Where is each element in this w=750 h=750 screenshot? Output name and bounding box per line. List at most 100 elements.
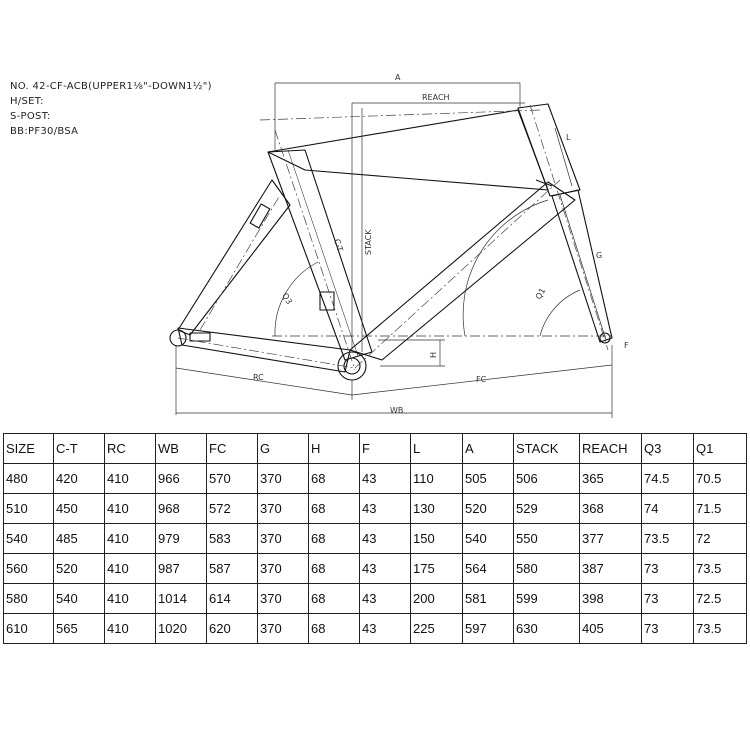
table-cell: 74.5 bbox=[641, 463, 694, 494]
table-cell: 485 bbox=[53, 523, 105, 554]
spec-model: NO. 42-CF-ACB(UPPER1⅛"-DOWN1½") bbox=[10, 81, 212, 92]
seat-tube bbox=[267, 149, 373, 361]
header-cell: L bbox=[410, 433, 463, 464]
table-cell: 73.5 bbox=[641, 523, 694, 554]
header-cell: F bbox=[359, 433, 411, 464]
table-cell: 565 bbox=[53, 613, 105, 644]
table-cell: 480 bbox=[3, 463, 54, 494]
table-cell: 630 bbox=[513, 613, 580, 644]
table-cell: 370 bbox=[257, 493, 309, 524]
down-tube bbox=[349, 181, 576, 361]
table-cell: 506 bbox=[513, 463, 580, 494]
table-cell: 614 bbox=[206, 583, 258, 614]
table-cell: 529 bbox=[513, 493, 580, 524]
table-cell: 73 bbox=[641, 553, 694, 584]
table-cell: 550 bbox=[513, 523, 580, 554]
table-cell: 581 bbox=[462, 583, 514, 614]
table-cell: 370 bbox=[257, 463, 309, 494]
table-cell: 1020 bbox=[155, 613, 207, 644]
table-cell: 510 bbox=[3, 493, 54, 524]
table-cell: 68 bbox=[308, 613, 360, 644]
table-cell: 987 bbox=[155, 553, 207, 584]
table-cell: 387 bbox=[579, 553, 642, 584]
table-cell: 200 bbox=[410, 583, 463, 614]
table-cell: 410 bbox=[104, 553, 156, 584]
header-cell: REACH bbox=[579, 433, 642, 464]
table-cell: 150 bbox=[410, 523, 463, 554]
head-tube bbox=[517, 103, 581, 197]
table-cell: 43 bbox=[359, 613, 411, 644]
table-cell: 225 bbox=[410, 613, 463, 644]
table-cell: 70.5 bbox=[693, 463, 747, 494]
table-cell: 410 bbox=[104, 523, 156, 554]
table-cell: 377 bbox=[579, 523, 642, 554]
table-cell: 110 bbox=[410, 463, 463, 494]
label-l: L bbox=[566, 133, 571, 142]
label-g: G bbox=[596, 251, 602, 260]
table-cell: 583 bbox=[206, 523, 258, 554]
table-cell: 620 bbox=[206, 613, 258, 644]
seat-stay bbox=[177, 179, 291, 336]
table-cell: 72.5 bbox=[693, 583, 747, 614]
header-cell: STACK bbox=[513, 433, 580, 464]
table-cell: 572 bbox=[206, 493, 258, 524]
label-wb: WB bbox=[390, 406, 403, 415]
table-cell: 410 bbox=[104, 493, 156, 524]
table-cell: 130 bbox=[410, 493, 463, 524]
table-cell: 966 bbox=[155, 463, 207, 494]
table-cell: 43 bbox=[359, 553, 411, 584]
spec-seatpost: S-POST: bbox=[10, 111, 51, 122]
label-reach: REACH bbox=[422, 93, 450, 102]
fork bbox=[551, 189, 613, 343]
chain-stay bbox=[177, 327, 351, 373]
label-q1: Q1 bbox=[534, 287, 547, 301]
table-cell: 1014 bbox=[155, 583, 207, 614]
label-rc: RC bbox=[253, 373, 264, 382]
table-cell: 420 bbox=[53, 463, 105, 494]
header-cell: H bbox=[308, 433, 360, 464]
table-cell: 73.5 bbox=[693, 613, 747, 644]
header-cell: RC bbox=[104, 433, 156, 464]
table-cell: 520 bbox=[462, 493, 514, 524]
table-cell: 73 bbox=[641, 613, 694, 644]
table-cell: 73 bbox=[641, 583, 694, 614]
table-cell: 540 bbox=[462, 523, 514, 554]
table-cell: 43 bbox=[359, 523, 411, 554]
table-cell: 410 bbox=[104, 463, 156, 494]
label-a: A bbox=[395, 73, 401, 82]
table-cell: 43 bbox=[359, 493, 411, 524]
table-cell: 68 bbox=[308, 583, 360, 614]
table-cell: 587 bbox=[206, 553, 258, 584]
header-cell: SIZE bbox=[3, 433, 54, 464]
table-cell: 405 bbox=[579, 613, 642, 644]
table-cell: 71.5 bbox=[693, 493, 747, 524]
table-cell: 72 bbox=[693, 523, 747, 554]
table-cell: 368 bbox=[579, 493, 642, 524]
table-cell: 370 bbox=[257, 583, 309, 614]
table-cell: 68 bbox=[308, 493, 360, 524]
label-f: F bbox=[624, 341, 629, 350]
table-cell: 450 bbox=[53, 493, 105, 524]
table-cell: 175 bbox=[410, 553, 463, 584]
geometry-table: SIZE C-T RC WB FC G H F L A STACK REACH … bbox=[3, 433, 747, 644]
label-stack: STACK bbox=[364, 229, 373, 255]
rear-dropout bbox=[169, 329, 187, 347]
label-ct: C-T bbox=[332, 238, 344, 253]
table-cell: 564 bbox=[462, 553, 514, 584]
table-cell: 540 bbox=[3, 523, 54, 554]
top-tube bbox=[267, 109, 549, 191]
table-cell: 43 bbox=[359, 583, 411, 614]
table-cell: 410 bbox=[104, 583, 156, 614]
label-fc: FC bbox=[476, 375, 487, 384]
table-header-row: SIZE C-T RC WB FC G H F L A STACK REACH … bbox=[3, 433, 747, 464]
label-h: H bbox=[429, 352, 438, 358]
table-cell: 398 bbox=[579, 583, 642, 614]
table-cell: 68 bbox=[308, 553, 360, 584]
table-cell: 68 bbox=[308, 463, 360, 494]
